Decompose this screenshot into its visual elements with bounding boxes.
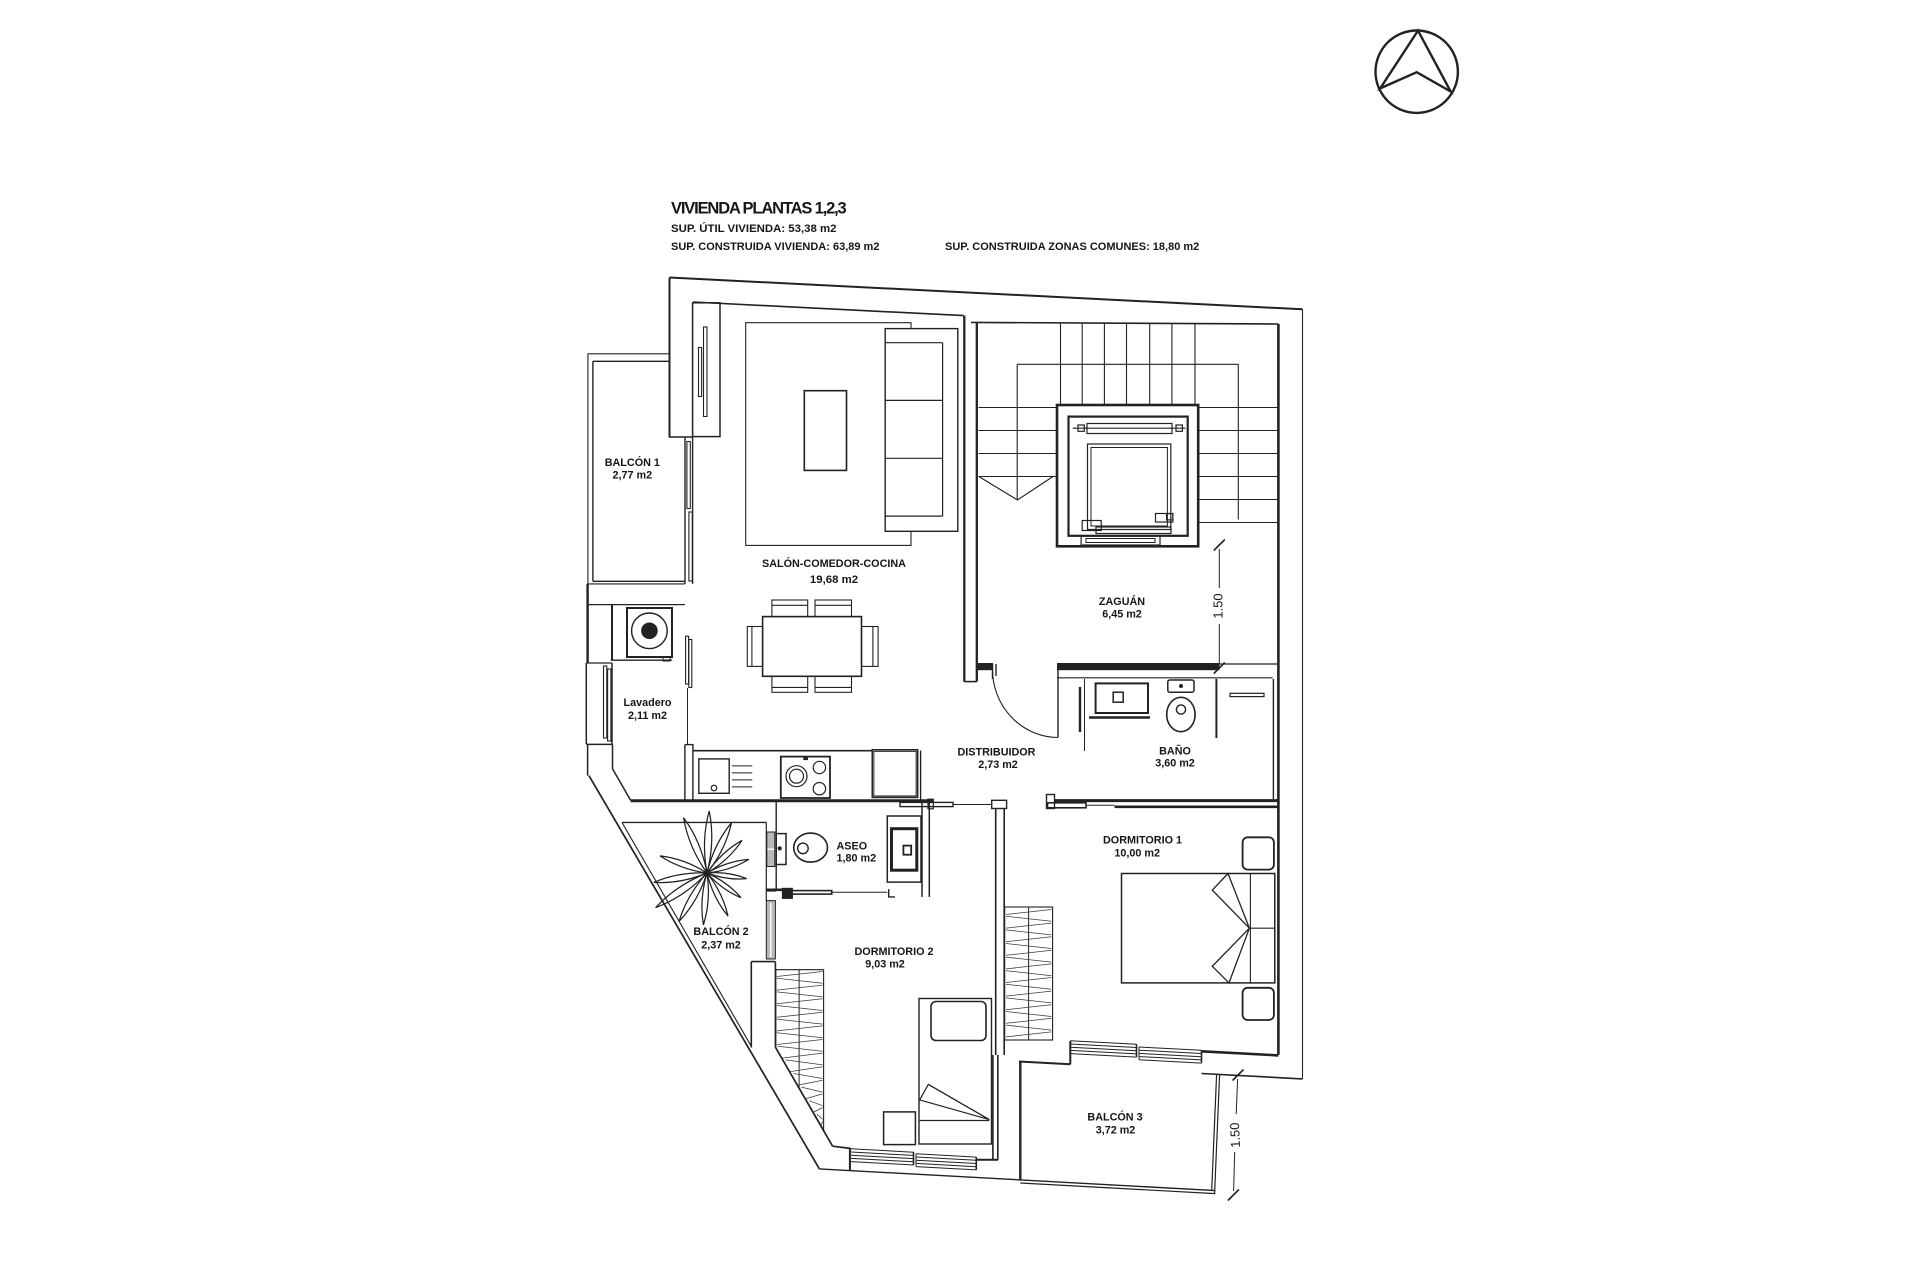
svg-text:3,72 m2: 3,72 m2 [1096,1125,1136,1137]
svg-text:SUP. CONSTRUIDA VIVIENDA: 63,8: SUP. CONSTRUIDA VIVIENDA: 63,89 m2 [671,241,879,253]
svg-text:DORMITORIO 1: DORMITORIO 1 [1103,835,1182,847]
svg-text:Lavadero: Lavadero [623,697,671,709]
svg-text:2,73 m2: 2,73 m2 [978,759,1018,771]
svg-text:9,03 m2: 9,03 m2 [865,959,905,971]
svg-text:DISTRIBUIDOR: DISTRIBUIDOR [958,747,1036,759]
svg-text:ASEO: ASEO [837,841,868,853]
svg-text:2,37 m2: 2,37 m2 [701,940,741,952]
svg-text:1,80 m2: 1,80 m2 [837,853,877,865]
svg-text:19,68 m2: 19,68 m2 [810,574,858,586]
svg-text:3,60 m2: 3,60 m2 [1155,758,1195,770]
svg-text:BALCÓN 3: BALCÓN 3 [1087,1111,1142,1124]
svg-text:BALCÓN 2: BALCÓN 2 [693,925,748,938]
svg-text:1.50: 1.50 [1211,593,1226,618]
svg-text:1.50: 1.50 [1227,1122,1243,1148]
svg-text:SALÓN-COMEDOR-COCINA: SALÓN-COMEDOR-COCINA [762,557,906,570]
svg-text:BALCÓN 1: BALCÓN 1 [605,456,660,469]
svg-text:10,00 m2: 10,00 m2 [1114,848,1160,860]
svg-text:SUP. ÚTIL VIVIENDA: 53,38 m2: SUP. ÚTIL VIVIENDA: 53,38 m2 [671,222,836,235]
svg-text:DORMITORIO 2: DORMITORIO 2 [855,946,934,958]
svg-text:2,11 m2: 2,11 m2 [628,710,667,722]
svg-text:BAÑO: BAÑO [1159,745,1191,758]
svg-text:VIVIENDA PLANTAS 1,2,3: VIVIENDA PLANTAS 1,2,3 [671,200,847,218]
svg-text:6,45 m2: 6,45 m2 [1102,609,1142,621]
svg-text:SUP. CONSTRUIDA ZONAS COMUNES:: SUP. CONSTRUIDA ZONAS COMUNES: 18,80 m2 [945,241,1199,253]
svg-text:2,77 m2: 2,77 m2 [612,470,652,482]
svg-text:ZAGUÁN: ZAGUÁN [1099,595,1145,608]
